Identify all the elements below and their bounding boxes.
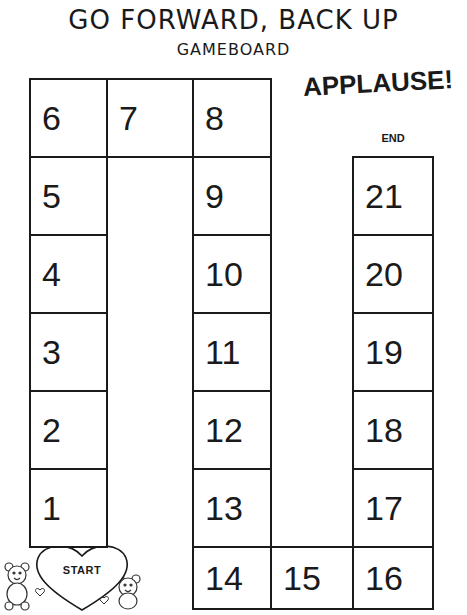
board-square: 5: [29, 156, 108, 236]
board-square: 17: [352, 468, 434, 548]
square-number: 13: [205, 491, 243, 525]
board-square: 1: [29, 468, 108, 548]
board-square: 18: [352, 390, 434, 470]
square-number: 20: [365, 257, 403, 291]
teddy-bear: [5, 563, 29, 610]
board-square: 3: [29, 312, 108, 392]
title: GO FORWARD, BACK UP: [0, 4, 467, 36]
board-square: 7: [106, 78, 194, 158]
board-square: 20: [352, 234, 434, 314]
square-number: 6: [42, 101, 61, 135]
square-number: 12: [205, 413, 243, 447]
board-square: 4: [29, 234, 108, 314]
square-number: 21: [365, 179, 403, 213]
board-square: 6: [29, 78, 108, 158]
start-label: START: [63, 564, 101, 576]
board-square: 14: [192, 546, 272, 610]
board-square: 16: [352, 546, 434, 610]
heart-shape: [37, 546, 127, 610]
square-number: 11: [205, 335, 240, 369]
applause-banner: APPLAUSE!: [299, 64, 456, 103]
board-square: 11: [192, 312, 272, 392]
board-square: 21: [352, 156, 434, 236]
square-number: 17: [365, 491, 403, 525]
square-number: 7: [119, 101, 138, 135]
square-number: 9: [205, 179, 224, 213]
square-number: 15: [283, 561, 321, 595]
end-label: END: [352, 132, 434, 144]
board-square: 9: [192, 156, 272, 236]
subtitle: GAMEBOARD: [0, 40, 467, 59]
board-square: 10: [192, 234, 272, 314]
square-number: 2: [42, 413, 61, 447]
square-number: 8: [205, 101, 224, 135]
square-number: 4: [42, 257, 61, 291]
square-number: 14: [205, 561, 243, 595]
square-number: 10: [205, 257, 243, 291]
small-heart: [35, 589, 44, 596]
board-square: 13: [192, 468, 272, 548]
start-heart: START: [26, 540, 138, 612]
board-square: 12: [192, 390, 272, 470]
square-number: 16: [365, 561, 403, 595]
board-square: 15: [270, 546, 354, 610]
board-square: 2: [29, 390, 108, 470]
square-number: 3: [42, 335, 61, 369]
square-number: 1: [42, 491, 61, 525]
heart-outline: [26, 540, 138, 612]
square-number: 18: [365, 413, 403, 447]
square-number: 19: [365, 335, 403, 369]
square-number: 5: [42, 179, 61, 213]
board-square: 19: [352, 312, 434, 392]
board-square: 8: [192, 78, 272, 158]
